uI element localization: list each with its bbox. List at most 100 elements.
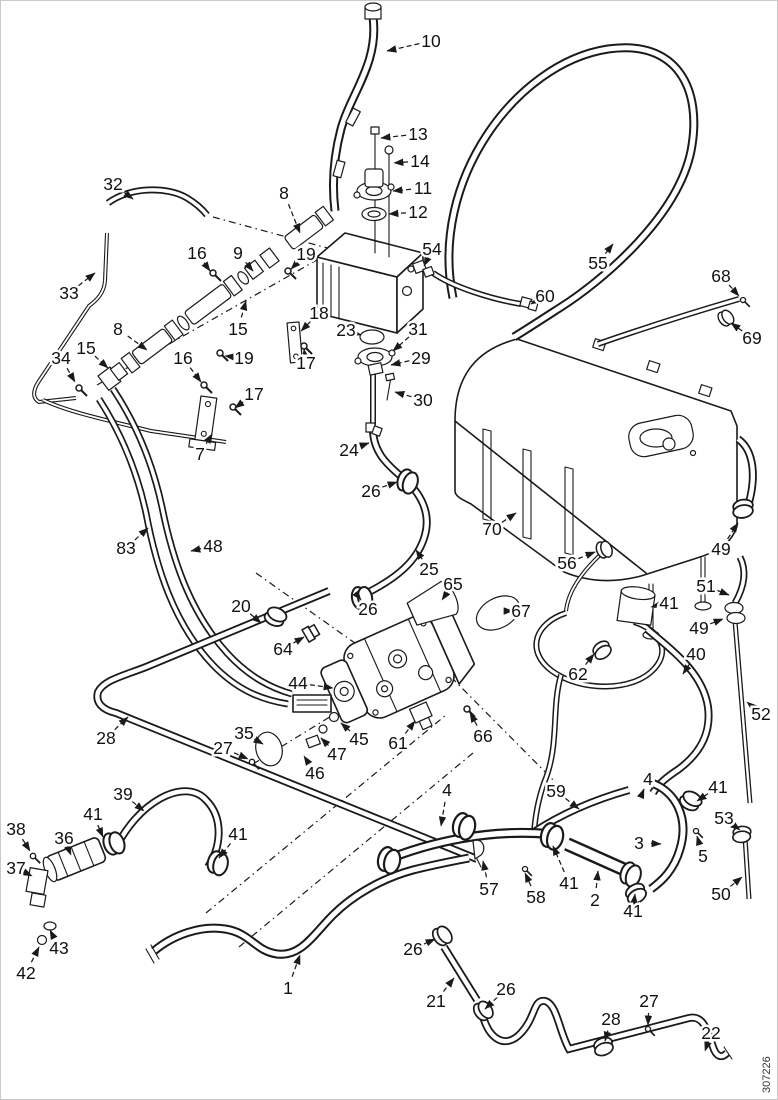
callout-leader-59: [565, 797, 580, 810]
callout-leader-7: [203, 433, 213, 445]
callout-leader-16: [201, 261, 211, 272]
callout-label-32: 32: [103, 174, 122, 194]
callout-leader-38: [21, 838, 31, 852]
callout-label-25: 25: [419, 559, 438, 579]
callout-leader-57: [481, 860, 489, 878]
callout-label-40: 40: [686, 644, 706, 664]
callout-label-15: 15: [228, 319, 247, 339]
callout-leader-10: [386, 43, 420, 53]
clamp-26c: [428, 922, 456, 950]
callout-leader-29: [390, 359, 410, 367]
callout-leader-33: [78, 272, 96, 287]
spout-49: [738, 439, 753, 506]
callout-label-55: 55: [588, 253, 607, 273]
callout-leader-52: [746, 701, 757, 711]
callout-label-8: 8: [279, 183, 289, 203]
hose-21: [444, 947, 477, 1000]
callout-label-17: 17: [244, 384, 263, 404]
callout-label-19: 19: [234, 348, 253, 368]
fitting-train: [97, 205, 335, 392]
callout-label-49: 49: [711, 539, 730, 559]
pipe-clip-57: [472, 839, 485, 868]
bolt-30: [384, 372, 396, 382]
callout-label-2: 2: [590, 890, 600, 910]
callout-leader-26: [382, 481, 398, 489]
callout-leader-12: [388, 209, 407, 218]
callout-leader-22: [704, 1040, 712, 1052]
fitting-29: [367, 362, 384, 376]
callout-label-28: 28: [96, 728, 115, 748]
callout-leader-4: [438, 801, 447, 827]
callout-label-21: 21: [426, 991, 445, 1011]
callout-leader-20: [249, 613, 262, 624]
callout-label-43: 43: [49, 938, 68, 958]
callout-label-53: 53: [714, 808, 733, 828]
callout-label-26: 26: [361, 481, 380, 501]
callout-label-54: 54: [422, 239, 442, 259]
callout-label-4: 4: [643, 769, 653, 789]
gasket-12: [361, 206, 387, 222]
callout-label-38: 38: [6, 819, 25, 839]
screw-5: [692, 827, 704, 839]
hose-51: [735, 557, 744, 603]
hose-8-lower: [131, 328, 173, 365]
callout-leader-17: [234, 399, 245, 409]
callout-label-70: 70: [482, 519, 502, 539]
callout-leader-23: [350, 328, 362, 336]
callout-label-33: 33: [59, 283, 78, 303]
callout-leader-30: [394, 390, 412, 399]
bolt-19b: [216, 349, 229, 362]
callout-leader-40: [682, 663, 692, 675]
callout-leader-9: [244, 261, 254, 272]
callout-leader-53: [730, 821, 741, 831]
callout-label-59: 59: [546, 781, 565, 801]
callout-leader-15: [239, 300, 248, 318]
callout-label-29: 29: [411, 348, 430, 368]
callout-leader-8: [287, 203, 301, 234]
callout-leader-39: [131, 801, 145, 812]
hose-69-line: [598, 299, 739, 344]
callout-leader-51: [716, 588, 730, 596]
callout-leader-70: [501, 512, 517, 523]
callout-label-65: 65: [443, 574, 462, 594]
bolt-66: [463, 705, 476, 718]
hose-1-cut-end: [145, 944, 160, 964]
callout-label-36: 36: [54, 828, 73, 848]
hose-3: [649, 782, 683, 889]
callout-label-22: 22: [701, 1023, 720, 1043]
callout-leader-64: [293, 636, 305, 645]
callout-label-62: 62: [568, 664, 587, 684]
callout-label-50: 50: [711, 884, 731, 904]
callout-label-46: 46: [305, 763, 324, 783]
callout-leader-36: [63, 844, 72, 856]
callout-label-15: 15: [76, 338, 95, 358]
callout-label-69: 69: [742, 328, 761, 348]
callout-leader-26: [484, 996, 498, 1010]
callout-leader-48: [190, 545, 202, 553]
callout-label-56: 56: [557, 553, 576, 573]
callout-leader-42: [30, 946, 40, 963]
callout-leader-44: [309, 682, 334, 691]
callout-label-41: 41: [228, 824, 247, 844]
callout-label-5: 5: [698, 846, 708, 866]
callout-leader-5: [696, 835, 704, 847]
fitting-47: [318, 724, 328, 734]
callout-leader-34: [66, 368, 76, 383]
screw-68: [739, 296, 751, 308]
fitting-46: [305, 734, 321, 749]
callout-label-58: 58: [526, 887, 545, 907]
clamps-and-hardware: [99, 296, 756, 1059]
callout-label-20: 20: [231, 596, 251, 616]
callout-leader-49: [710, 618, 724, 626]
callout-label-26: 26: [496, 979, 515, 999]
callout-leader-35: [253, 736, 264, 745]
clamp-26d: [469, 997, 497, 1025]
clamp-41b: [204, 848, 232, 878]
callout-label-64: 64: [273, 639, 293, 659]
callout-label-26: 26: [403, 939, 422, 959]
callout-leader-83: [134, 527, 149, 541]
callout-label-41: 41: [708, 777, 727, 797]
callout-leader-41: [218, 843, 232, 859]
callout-leader-45: [340, 722, 351, 733]
